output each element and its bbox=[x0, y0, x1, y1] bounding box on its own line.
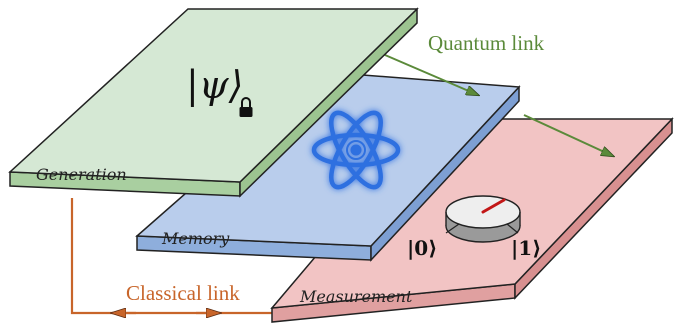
needle bbox=[481, 198, 506, 214]
classical-link-label: Classical link bbox=[126, 281, 240, 305]
measurement-label: Measurement bbox=[299, 287, 413, 306]
quantum-link: Quantum link bbox=[384, 31, 613, 156]
lock-icon bbox=[239, 97, 253, 117]
generation-label: Generation bbox=[36, 165, 127, 184]
quantum-arrow-1 bbox=[384, 54, 478, 95]
atom-icon bbox=[311, 110, 401, 190]
classical-link bbox=[70, 198, 272, 313]
memory-layer: Memory bbox=[135, 71, 521, 262]
quantum-link-label: Quantum link bbox=[428, 31, 545, 55]
ket-one-label: |1⟩ bbox=[511, 236, 541, 260]
psi-state: |ψ⟩ bbox=[186, 63, 243, 107]
memory-label: Memory bbox=[161, 229, 230, 248]
generation-layer: Generation |ψ⟩ bbox=[8, 7, 419, 198]
measurement-layer: Measurement |0⟩ |1⟩ bbox=[270, 117, 674, 323]
quantum-arrow-2 bbox=[523, 114, 613, 156]
ket-zero-label: |0⟩ bbox=[407, 236, 437, 260]
measurement-dial-icon bbox=[445, 195, 521, 243]
